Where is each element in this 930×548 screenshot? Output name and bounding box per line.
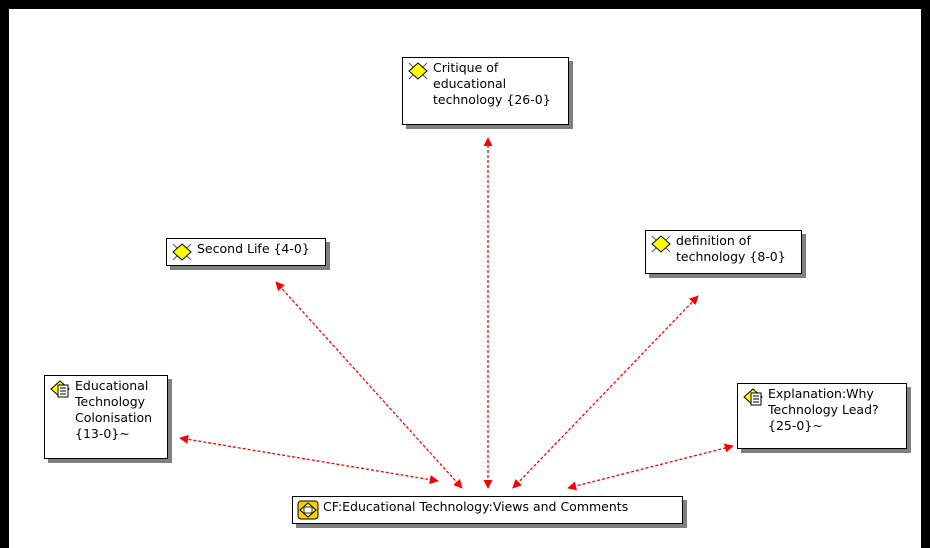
star-node-icon xyxy=(172,243,192,261)
node-second-life[interactable]: Second Life {4-0} xyxy=(166,238,326,266)
note-node-icon xyxy=(743,388,763,406)
link-center-explanation[interactable] xyxy=(567,443,734,491)
star-node-icon xyxy=(408,62,428,80)
node-colonisation[interactable]: Educational Technology Colonisation {13-… xyxy=(44,375,168,459)
node-label: definition of technology {8-0} xyxy=(676,233,786,264)
frame-left-border xyxy=(0,0,9,548)
link-center-definition[interactable] xyxy=(512,295,699,489)
node-central-topic[interactable]: CF:Educational Technology:Views and Comm… xyxy=(292,496,683,524)
frame-top-border xyxy=(0,0,930,9)
central-node-icon xyxy=(297,500,319,520)
node-explanation[interactable]: Explanation:Why Technology Lead? {25-0}~ xyxy=(737,383,907,449)
frame-right-border xyxy=(921,0,930,548)
node-label: Explanation:Why Technology Lead? {25-0}~ xyxy=(768,386,879,433)
node-label: CF:Educational Technology:Views and Comm… xyxy=(323,499,629,514)
link-center-colonisation[interactable] xyxy=(179,434,439,485)
node-label: Second Life {4-0} xyxy=(197,241,310,256)
node-label: Educational Technology Colonisation {13-… xyxy=(75,378,153,441)
node-definition[interactable]: definition of technology {8-0} xyxy=(645,230,802,274)
link-center-second-life[interactable] xyxy=(275,281,463,489)
note-node-icon xyxy=(50,380,70,398)
star-node-icon xyxy=(651,235,671,253)
node-label: Critique of educational technology {26-0… xyxy=(433,60,551,107)
node-critique[interactable]: Critique of educational technology {26-0… xyxy=(402,57,569,125)
